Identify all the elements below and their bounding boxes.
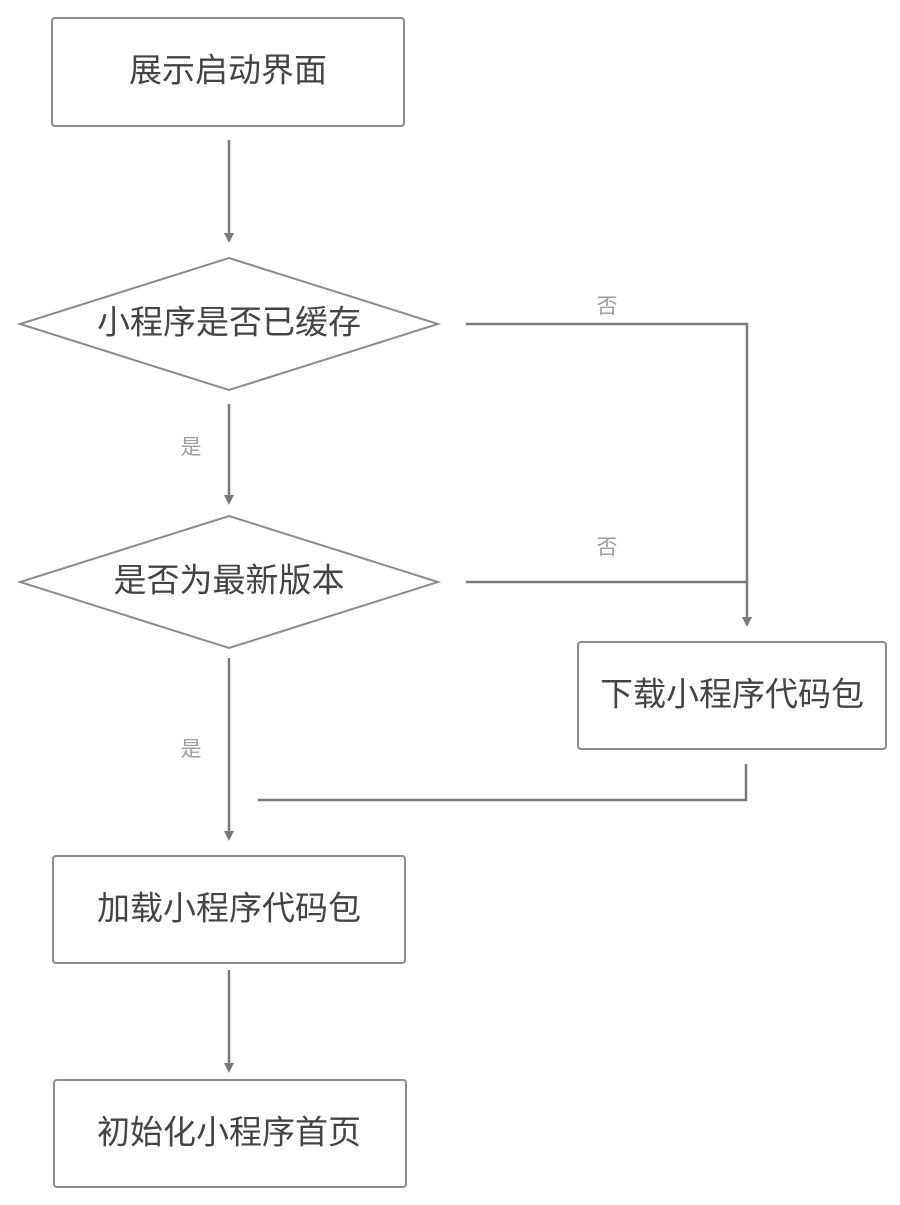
- node-download-label: 下载小程序代码包: [600, 675, 864, 714]
- node-init-box: [53, 1079, 407, 1188]
- node-download-box: [577, 641, 887, 750]
- node-check-latest-label: 是否为最新版本: [114, 561, 345, 600]
- node-load: 加载小程序代码包: [52, 855, 406, 964]
- edge-cache-no-label: 否: [597, 294, 618, 318]
- node-init: 初始化小程序首页: [53, 1079, 407, 1188]
- node-start: 展示启动界面: [51, 17, 405, 127]
- node-check-cache-label: 小程序是否已缓存: [97, 303, 361, 342]
- node-download: 下载小程序代码包: [577, 641, 887, 750]
- edge-download-to-load: [258, 764, 748, 802]
- edge-latest-no-label: 否: [597, 535, 618, 559]
- edge-cache-yes-label: 是: [181, 435, 202, 459]
- node-check-latest-diamond: [16, 514, 442, 650]
- node-load-box: [52, 855, 406, 964]
- edge-latest-yes-label: 是: [181, 737, 202, 761]
- node-start-label: 展示启动界面: [129, 51, 327, 90]
- node-check-cache: 小程序是否已缓存: [16, 256, 442, 392]
- edge-cache-no: [466, 322, 752, 627]
- node-load-label: 加载小程序代码包: [97, 889, 361, 928]
- node-init-label: 初始化小程序首页: [97, 1113, 361, 1152]
- node-start-box: [51, 17, 405, 127]
- node-check-latest: 是否为最新版本: [16, 514, 442, 650]
- node-check-cache-diamond: [16, 256, 442, 392]
